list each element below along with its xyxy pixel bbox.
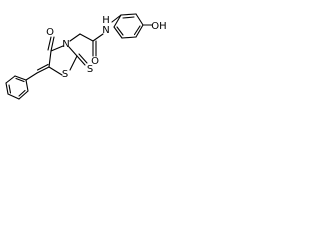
phenol-ring <box>113 13 153 39</box>
amide-oxygen-label: O <box>91 56 99 67</box>
benzylidene-linker <box>25 63 50 81</box>
molecule-drawing: O N S S O N H OH <box>5 13 167 100</box>
amide-nitrogen-label: N <box>102 25 109 36</box>
benzene-ring-left <box>5 75 29 100</box>
amide-hydrogen-label: H <box>102 15 110 26</box>
thione-group <box>76 53 88 66</box>
hydroxyl-label: OH <box>151 21 166 32</box>
acetamide-chain <box>69 14 122 57</box>
ketone-oxygen-label: O <box>46 27 54 38</box>
atom-labels: O N S S O N H OH <box>46 15 167 80</box>
structure-diagram: O N S S O N H OH <box>0 0 198 103</box>
thiazolidinone-ring <box>48 45 78 76</box>
ketone-group <box>47 36 55 52</box>
ring-sulfur-label: S <box>62 69 68 80</box>
thione-sulfur-label: S <box>87 64 93 75</box>
ring-nitrogen-label: N <box>62 39 69 50</box>
